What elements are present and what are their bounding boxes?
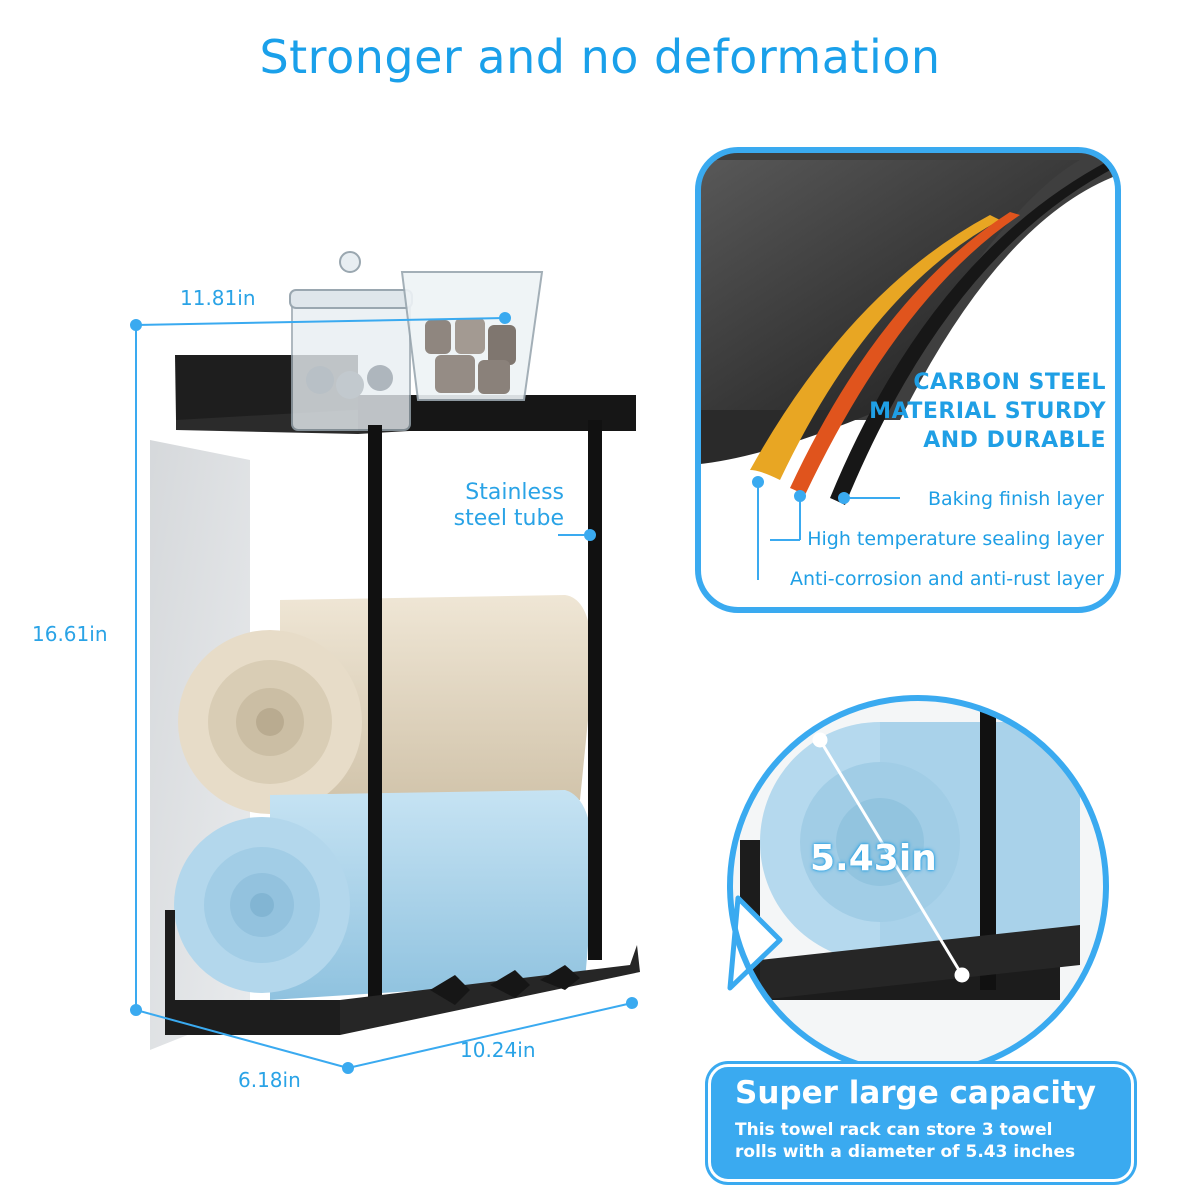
dimension-height: 16.61in [32,622,108,646]
capacity-zoom-circle [727,695,1109,1077]
material-heading-line1: CARBON STEEL [913,370,1106,395]
capacity-description-line2: rolls with a diameter of 5.43 inches [735,1142,1076,1162]
front-tube-right [588,420,602,960]
front-tube-left [368,425,382,1010]
dimension-lines [130,312,638,1074]
beige-towel [178,595,593,830]
capacity-description: This towel rack can store 3 towel rolls … [735,1119,1125,1163]
capacity-description-line1: This towel rack can store 3 towel [735,1120,1053,1140]
glass-cup [400,271,544,401]
material-heading-line3: AND DURABLE [923,428,1106,453]
bottom-tray-front [340,945,640,1035]
tube-label: Stainless steel tube [430,480,564,532]
glass-jar [289,251,413,431]
bottom-tray-side [165,910,340,1035]
layer-label-sealing: High temperature sealing layer [807,528,1104,550]
material-heading-line2: MATERIAL STURDY [869,399,1106,424]
page-title: Stronger and no deformation [259,30,941,84]
layer-label-anticorrosion: Anti-corrosion and anti-rust layer [789,568,1104,590]
tube-label-line2: steel tube [453,506,564,531]
dimension-width-top: 11.81in [180,286,256,310]
material-heading: CARBON STEEL MATERIAL STURDY AND DURABLE [860,368,1106,455]
blue-towel [174,790,594,1000]
dimension-depth: 6.18in [238,1068,301,1092]
towel-diameter-label: 5.43in [810,838,937,879]
material-callout-box [695,147,1121,613]
capacity-title: Super large capacity [735,1075,1096,1111]
layer-label-baking: Baking finish layer [927,488,1104,510]
dimension-width-bottom: 10.24in [460,1038,536,1062]
tube-label-line1: Stainless [465,480,564,505]
capacity-info-box: Super large capacity This towel rack can… [708,1064,1134,1182]
